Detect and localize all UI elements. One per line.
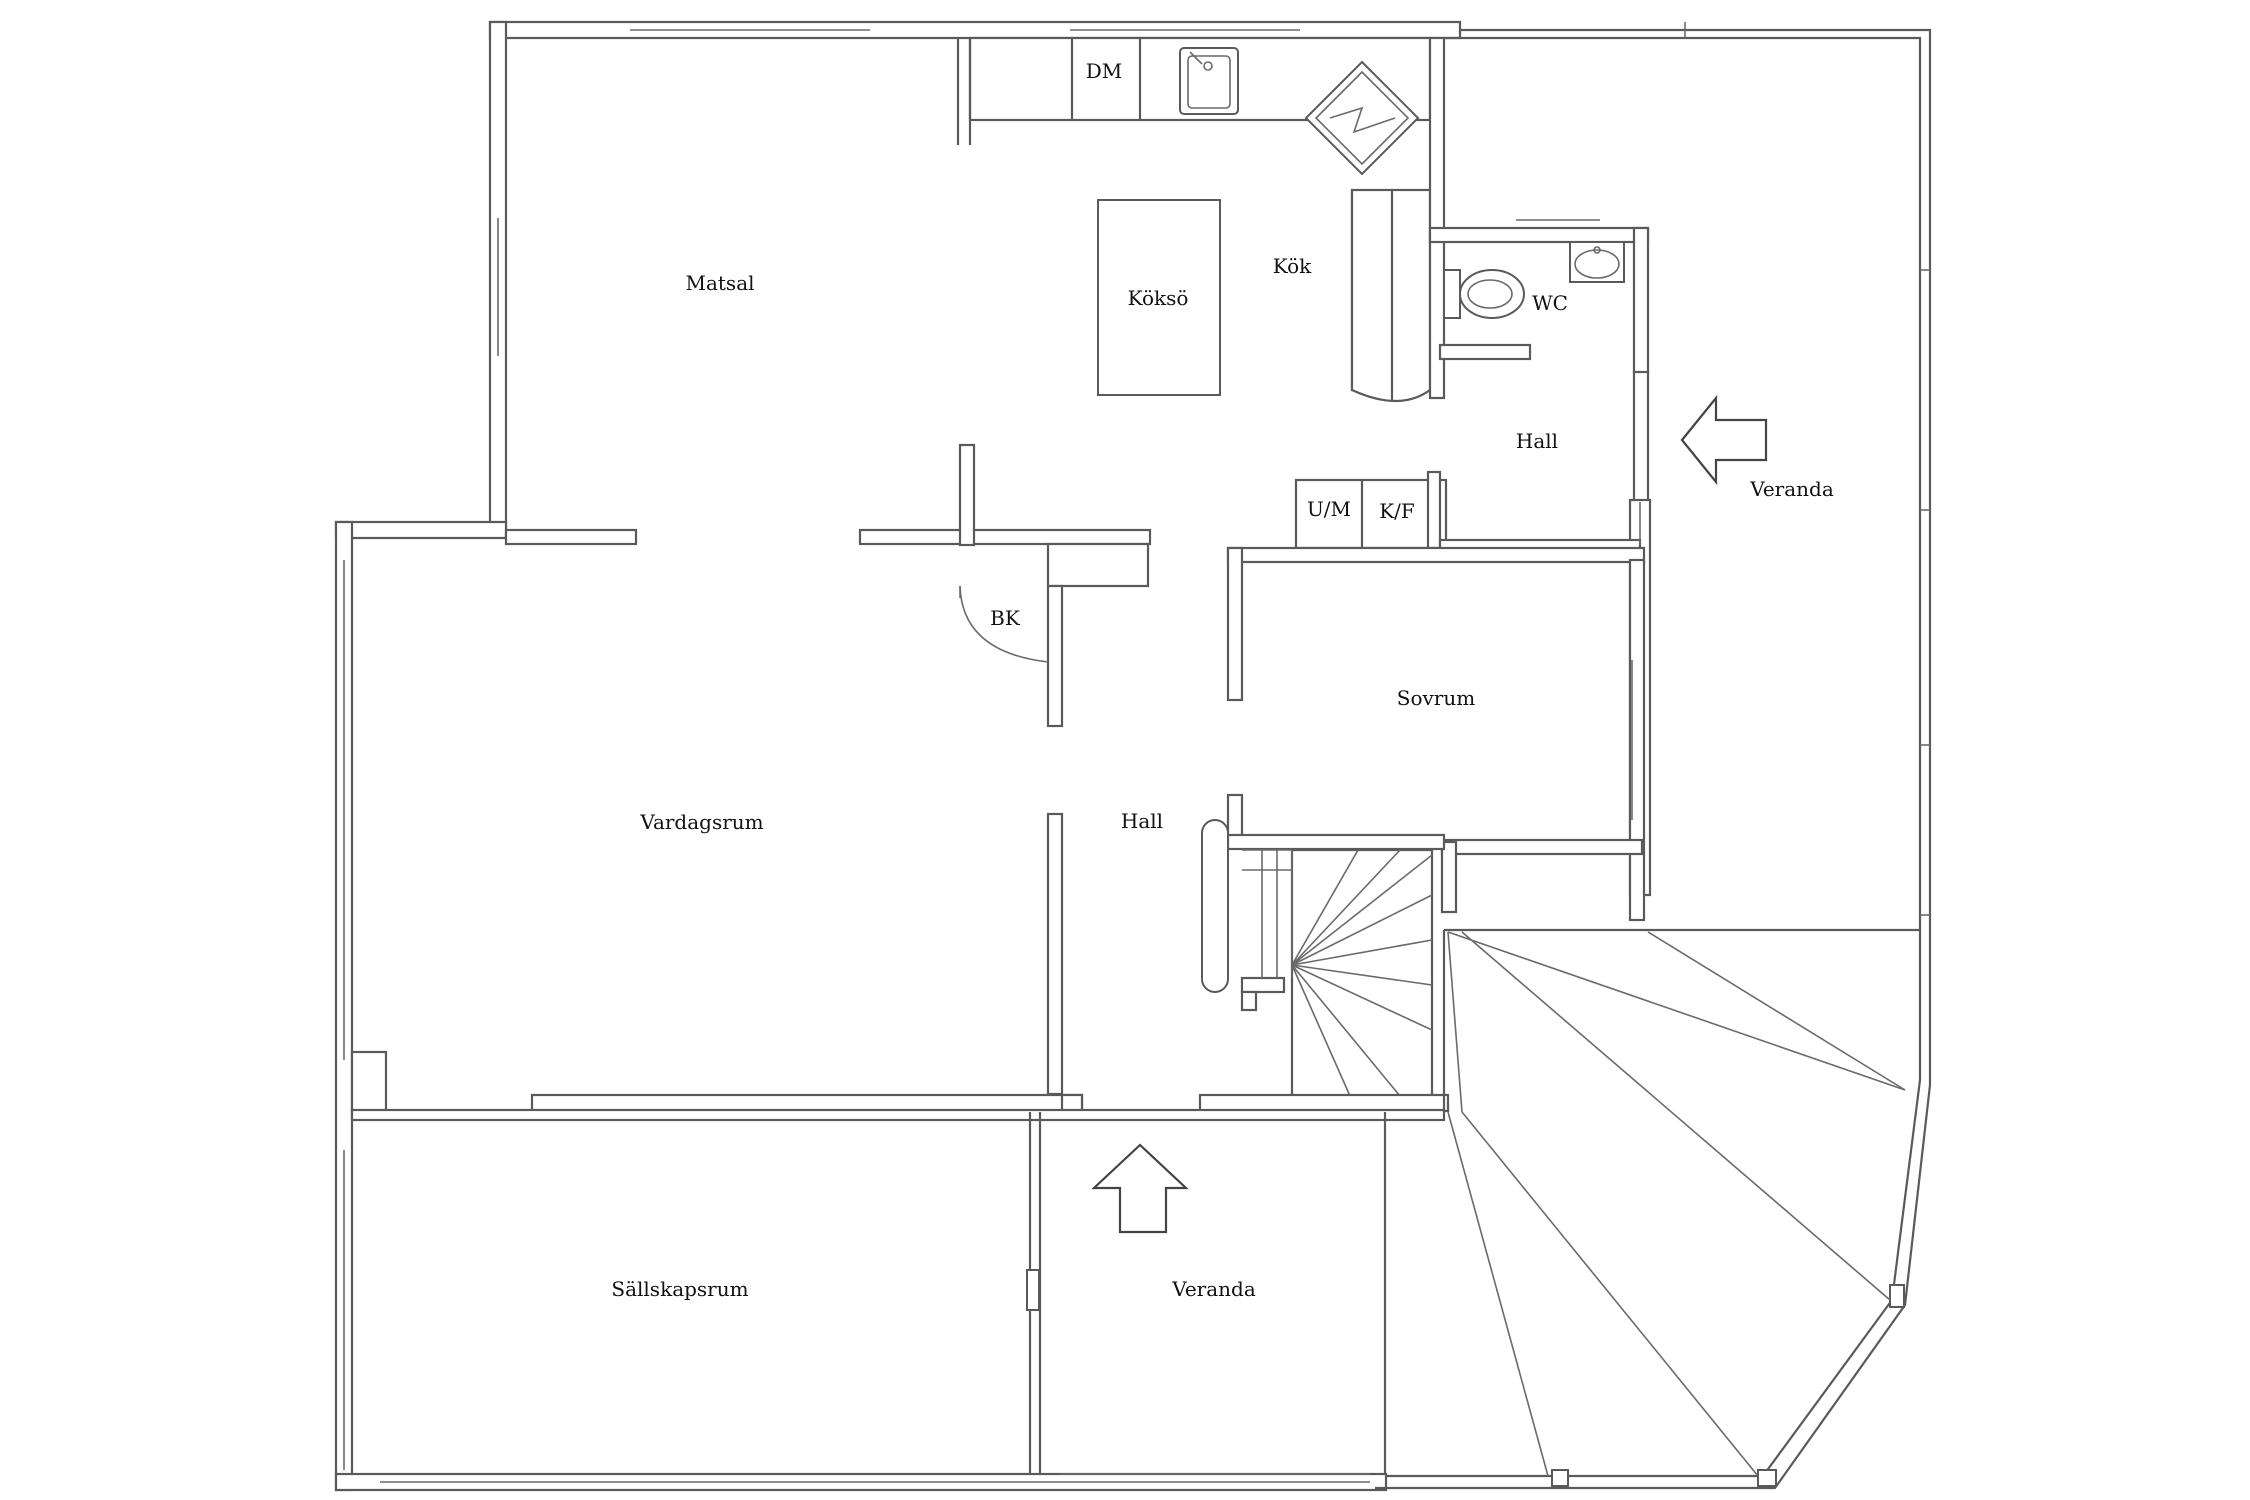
kitchen-walls xyxy=(504,36,1446,728)
sink-icon xyxy=(1179,47,1239,115)
outer-walls xyxy=(334,20,1462,1492)
hall-walls xyxy=(1294,370,1652,897)
kitchen-island xyxy=(1097,199,1221,396)
room-labels: Matsal Köksö Kök DM WC Hall Veranda U/M … xyxy=(611,59,1833,1301)
room-label-dm: DM xyxy=(1086,59,1123,83)
room-label-koksö: Köksö xyxy=(1128,286,1189,310)
veranda-right-outline xyxy=(1375,22,1932,1490)
staircase-icon xyxy=(1201,793,1446,1098)
room-label-kf: K/F xyxy=(1379,499,1415,523)
room-label-bk: BK xyxy=(990,606,1021,630)
washbasin-icon xyxy=(1569,241,1625,283)
bk-closet xyxy=(959,585,1049,663)
room-label-vardagsrum: Vardagsrum xyxy=(639,810,763,834)
room-label-hall-center: Hall xyxy=(1121,809,1163,833)
room-label-um: U/M xyxy=(1307,497,1351,521)
room-label-wc: WC xyxy=(1532,291,1568,315)
lower-walls xyxy=(350,1108,1446,1475)
entrance-arrow-right xyxy=(1680,394,1768,486)
entrance-arrow-bottom xyxy=(1091,1143,1189,1234)
room-label-kok: Kök xyxy=(1273,254,1312,278)
room-label-matsal: Matsal xyxy=(685,271,754,295)
central-walls xyxy=(350,812,1450,1114)
room-label-veranda-bottom: Veranda xyxy=(1171,1277,1256,1301)
wc-walls xyxy=(1428,219,1650,375)
room-label-sovrum: Sovrum xyxy=(1397,686,1475,710)
veranda-floor-lines xyxy=(1442,928,1920,1477)
toilet-icon xyxy=(1443,269,1525,319)
room-label-veranda-right: Veranda xyxy=(1749,477,1834,501)
room-label-hall-upper: Hall xyxy=(1516,429,1558,453)
room-label-sallskapsrum: Sällskapsrum xyxy=(611,1277,748,1301)
sovrum-walls xyxy=(1226,546,1646,922)
stove-icon xyxy=(1304,60,1420,176)
